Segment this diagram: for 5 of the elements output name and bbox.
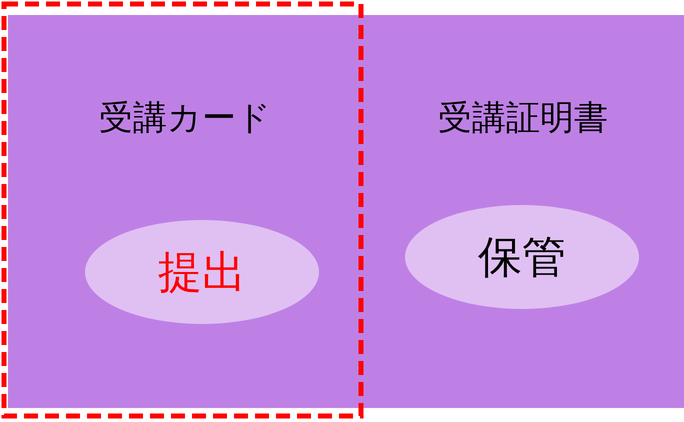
ellipse-label: 提出 [158,246,246,300]
panel [362,15,684,408]
ellipse-label: 保管 [478,230,566,284]
panel-title: 受講カード [98,97,272,140]
panel-title: 受講証明書 [437,97,609,140]
